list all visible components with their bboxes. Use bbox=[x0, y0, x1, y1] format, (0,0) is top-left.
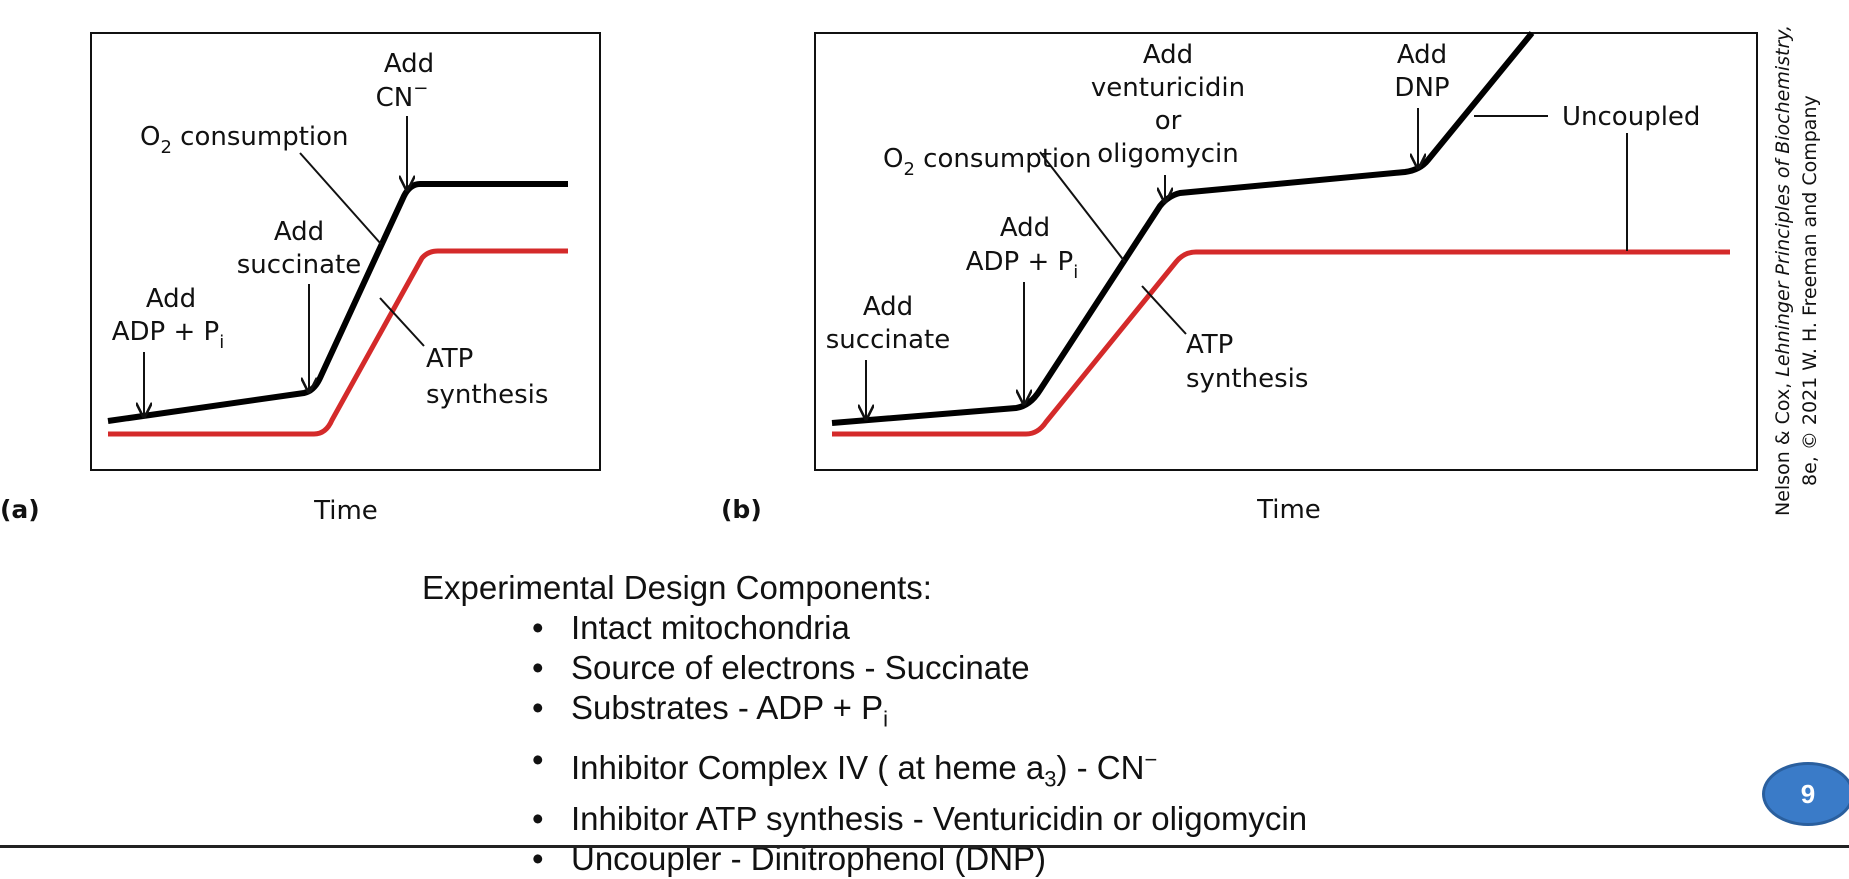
panel-b-atp-label: ATP synthesis bbox=[1141, 285, 1308, 394]
panel-b-add-succinate-annotation: Add succinate bbox=[826, 292, 950, 419]
svg-text:ATP: ATP bbox=[426, 344, 473, 374]
panel-b-o2-leader bbox=[1039, 151, 1126, 263]
panel-a-atp-leader bbox=[379, 297, 425, 347]
panel-b-o2-label: O2 consumption bbox=[883, 144, 1126, 263]
panel-a-frame bbox=[90, 32, 601, 471]
panel-b-frame bbox=[814, 32, 1758, 471]
panel-a-o2-leader bbox=[299, 152, 382, 245]
panel-a-xlabel: Time bbox=[313, 496, 378, 526]
design-item-substrates: Substrates - ADP + Pi bbox=[532, 688, 1307, 740]
svg-text:synthesis: synthesis bbox=[1186, 364, 1308, 394]
panel-b-uncoupled-annotation: Uncoupled bbox=[1474, 102, 1700, 251]
svg-text:ADP + Pi: ADP + Pi bbox=[112, 317, 225, 353]
panel-a-add-adp-annotation: Add ADP + Pi bbox=[112, 284, 225, 417]
svg-text:ADP + Pi: ADP + Pi bbox=[966, 247, 1079, 283]
svg-text:or: or bbox=[1155, 106, 1182, 136]
figure: Add ADP + Pi Add succinate Add CN− O2 co… bbox=[0, 31, 1758, 526]
svg-text:Add: Add bbox=[274, 217, 324, 247]
slide-number: 9 bbox=[1800, 778, 1816, 809]
design-components: Experimental Design Components: Intact m… bbox=[422, 568, 1307, 879]
svg-text:Add: Add bbox=[1397, 40, 1447, 70]
panel-b-atp-leader bbox=[1141, 285, 1187, 335]
panel-a: Add ADP + Pi Add succinate Add CN− O2 co… bbox=[0, 32, 601, 526]
panel-a-add-cn-annotation: Add CN− bbox=[376, 49, 434, 190]
svg-text:Add: Add bbox=[1143, 40, 1193, 70]
panel-a-o2-label: O2 consumption bbox=[140, 122, 382, 245]
svg-text:DNP: DNP bbox=[1394, 73, 1449, 103]
svg-text:Uncoupled: Uncoupled bbox=[1562, 102, 1700, 132]
svg-text:synthesis: synthesis bbox=[426, 380, 548, 410]
svg-text:ATP: ATP bbox=[1186, 330, 1233, 360]
svg-text:O2 consumption: O2 consumption bbox=[883, 144, 1092, 180]
panel-a-atp-curve bbox=[108, 248, 568, 437]
panel-b-add-adp-annotation: Add ADP + Pi bbox=[966, 213, 1079, 404]
svg-text:CN−: CN− bbox=[376, 78, 429, 113]
svg-text:Add: Add bbox=[1000, 213, 1050, 243]
svg-text:venturicidin: venturicidin bbox=[1091, 73, 1245, 103]
panel-b-add-venturicidin-annotation: Add venturicidin or oligomycin bbox=[1091, 40, 1245, 202]
design-item-electron-source: Source of electrons - Succinate bbox=[532, 648, 1307, 688]
panel-b: Add succinate Add ADP + Pi O2 consumptio… bbox=[721, 31, 1758, 525]
design-item-mitochondria: Intact mitochondria bbox=[532, 608, 1307, 648]
panel-a-add-succinate-annotation: Add succinate bbox=[237, 217, 361, 392]
design-item-atp-synthesis-inhibitor: Inhibitor ATP synthesis - Venturicidin o… bbox=[532, 799, 1307, 839]
design-heading: Experimental Design Components: bbox=[422, 569, 932, 606]
slide-number-badge: 9 bbox=[1762, 762, 1849, 826]
svg-text:O2 consumption: O2 consumption bbox=[140, 122, 349, 158]
svg-text:succinate: succinate bbox=[237, 250, 361, 280]
svg-text:Add: Add bbox=[863, 292, 913, 322]
svg-text:oligomycin: oligomycin bbox=[1097, 139, 1238, 169]
svg-text:succinate: succinate bbox=[826, 325, 950, 355]
panel-a-atp-label: ATP synthesis bbox=[379, 297, 548, 410]
panel-a-label: (a) bbox=[0, 495, 40, 524]
panel-b-atp-curve bbox=[832, 249, 1730, 437]
panel-b-label: (b) bbox=[721, 495, 762, 524]
panel-b-add-dnp-annotation: Add DNP bbox=[1394, 40, 1450, 168]
figure-credit: Nelson & Cox, Lehninger Principles of Bi… bbox=[1772, 24, 1821, 516]
design-item-complex-iv-inhibitor: Inhibitor Complex IV ( at heme a3) - CN− bbox=[532, 740, 1307, 800]
panel-b-xlabel: Time bbox=[1256, 495, 1321, 525]
svg-text:Add: Add bbox=[146, 284, 196, 314]
design-list: Intact mitochondria Source of electrons … bbox=[422, 608, 1307, 879]
svg-text:Add: Add bbox=[384, 49, 434, 79]
bottom-rule bbox=[0, 845, 1849, 848]
